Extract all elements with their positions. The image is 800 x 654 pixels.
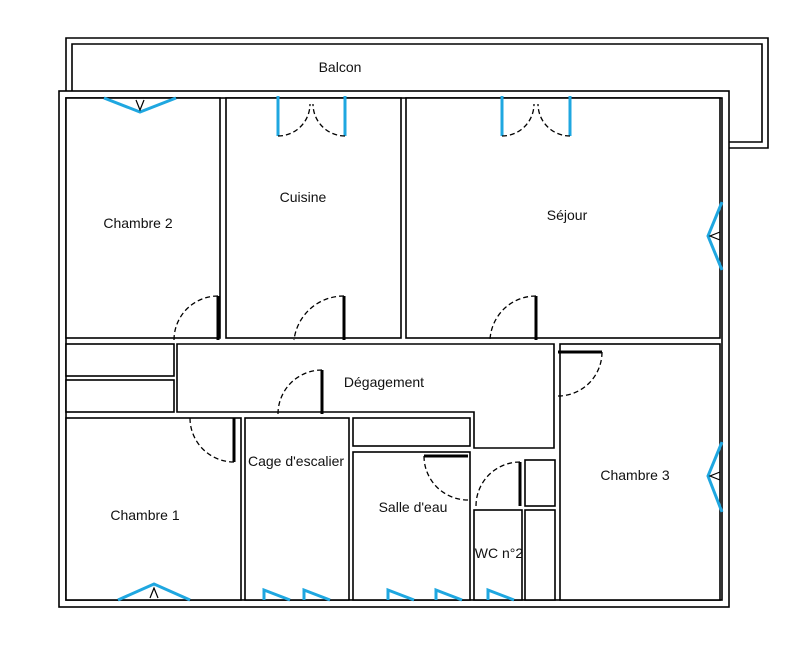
label-cage-escalier: Cage d'escalier <box>248 453 344 469</box>
salle-eau-room <box>352 451 471 601</box>
cupboard-salle <box>352 417 471 447</box>
room-labels: Balcon Chambre 2 Cuisine Séjour Dégageme… <box>103 59 669 561</box>
cuisine-room <box>225 97 402 339</box>
label-sejour: Séjour <box>547 207 588 223</box>
chambre2-room <box>65 97 221 339</box>
door-cage-escalier[interactable] <box>277 369 324 415</box>
door-balcon-cuisine[interactable] <box>276 96 347 137</box>
window-sejour <box>706 201 724 271</box>
room-walls <box>65 97 721 601</box>
cage-escalier-room <box>244 417 350 601</box>
door-salle-eau[interactable] <box>423 454 469 501</box>
window-salle-eau <box>386 587 463 602</box>
door-chambre3[interactable] <box>557 350 603 397</box>
chambre3-room <box>559 343 721 601</box>
window-chambre1 <box>117 582 191 602</box>
label-balcon: Balcon <box>319 59 362 75</box>
window-wc <box>486 587 515 602</box>
closet-top <box>65 343 175 377</box>
sejour-room <box>405 97 721 339</box>
chambre1-room <box>65 417 242 601</box>
label-wc: WC n°2 <box>475 545 524 561</box>
window-cage-escalier <box>262 587 331 602</box>
door-cuisine[interactable] <box>293 295 346 341</box>
label-chambre1: Chambre 1 <box>110 507 179 523</box>
door-chambre1[interactable] <box>189 417 236 463</box>
label-cuisine: Cuisine <box>280 189 327 205</box>
label-degagement: Dégagement <box>344 374 424 390</box>
label-chambre3: Chambre 3 <box>600 467 669 483</box>
degagement-room <box>176 343 555 449</box>
window-chambre2 <box>103 96 177 114</box>
closet-bottom <box>65 379 175 413</box>
door-wc[interactable] <box>475 461 522 507</box>
doors <box>173 96 603 507</box>
duct-top <box>524 459 556 507</box>
label-salle-eau: Salle d'eau <box>379 499 448 515</box>
label-chambre2: Chambre 2 <box>103 215 172 231</box>
door-chambre2[interactable] <box>173 295 220 341</box>
wc-room <box>473 509 523 601</box>
door-sejour[interactable] <box>489 295 538 341</box>
balcony <box>65 37 769 149</box>
window-chambre3 <box>706 441 724 513</box>
windows <box>103 96 724 602</box>
door-balcon-sejour[interactable] <box>500 96 572 137</box>
duct-bottom <box>524 509 556 601</box>
